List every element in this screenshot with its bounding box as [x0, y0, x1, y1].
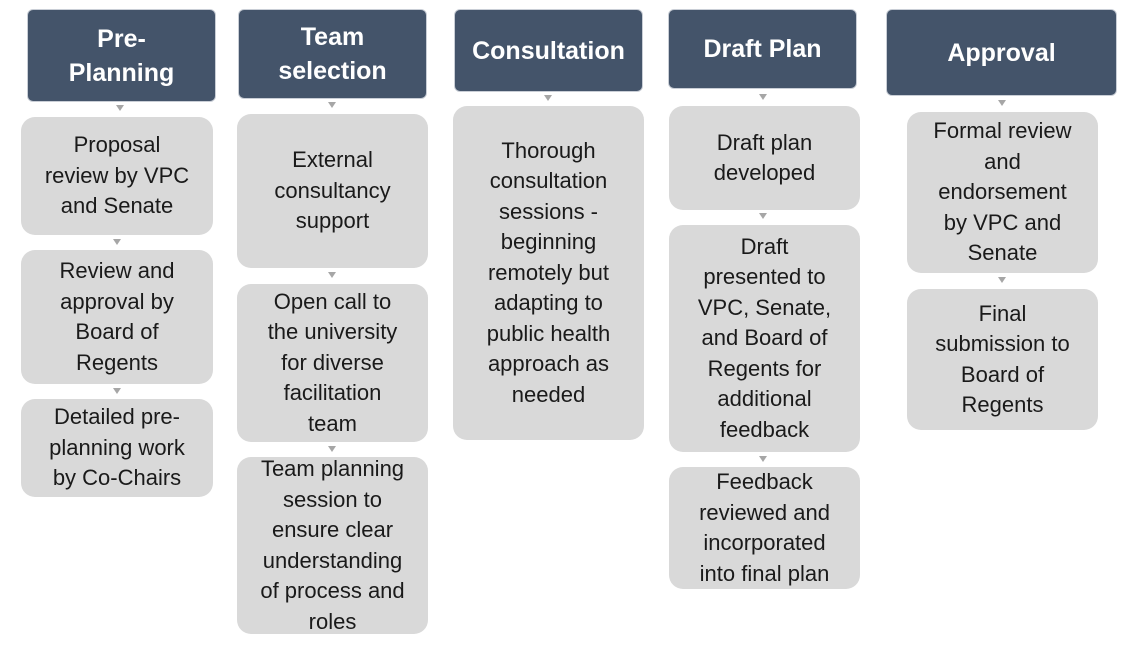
- step-external-consultancy: External consultancy support: [237, 114, 428, 268]
- connector-arrow: [113, 388, 121, 394]
- connector-arrow: [759, 456, 767, 462]
- step-team-planning-session: Team planning session to ensure clear un…: [237, 456, 428, 634]
- step-open-call: Open call to the university for diverse …: [237, 284, 428, 442]
- step-detailed-pre-planning: Detailed pre- planning work by Co-Chairs: [21, 399, 213, 497]
- header-draft-plan: Draft Plan: [668, 9, 857, 89]
- connector-arrow: [998, 100, 1006, 106]
- step-proposal-review: Proposal review by VPC and Senate: [21, 117, 213, 235]
- step-draft-plan-developed: Draft plan developed: [669, 106, 860, 210]
- header-team-selection: Team selection: [238, 9, 427, 99]
- step-thorough-consultation: Thorough consultation sessions - beginni…: [453, 106, 644, 440]
- connector-arrow: [328, 102, 336, 108]
- connector-arrow: [759, 94, 767, 100]
- connector-arrow: [328, 446, 336, 452]
- header-pre-planning: Pre- Planning: [27, 9, 216, 102]
- connector-arrow: [998, 277, 1006, 283]
- header-approval: Approval: [886, 9, 1117, 96]
- header-consultation: Consultation: [454, 9, 643, 92]
- connector-arrow: [328, 272, 336, 278]
- connector-arrow: [544, 95, 552, 101]
- step-final-submission: Final submission to Board of Regents: [907, 289, 1098, 430]
- step-board-approval: Review and approval by Board of Regents: [21, 250, 213, 384]
- step-draft-presented: Draft presented to VPC, Senate, and Boar…: [669, 225, 860, 452]
- connector-arrow: [113, 239, 121, 245]
- step-formal-review: Formal review and endorsement by VPC and…: [907, 112, 1098, 273]
- connector-arrow: [759, 213, 767, 219]
- step-feedback-reviewed: Feedback reviewed and incorporated into …: [669, 467, 860, 589]
- connector-arrow: [116, 105, 124, 111]
